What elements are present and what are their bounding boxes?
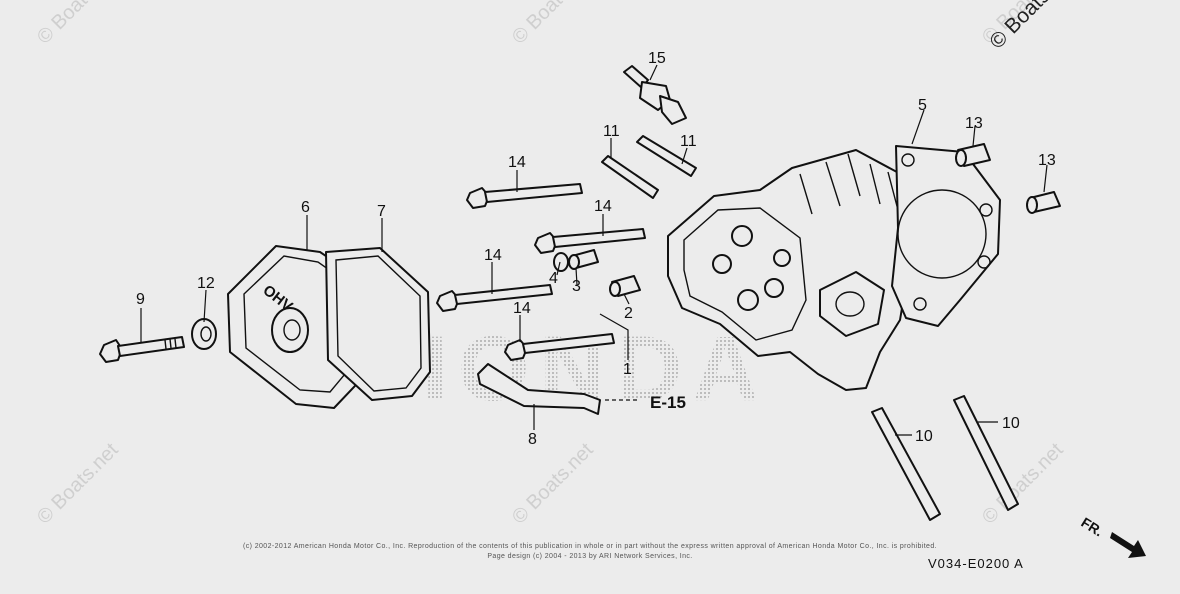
callout-13[interactable]: 13: [1038, 152, 1056, 169]
callout-10[interactable]: 10: [1002, 415, 1020, 432]
callout-14[interactable]: 14: [508, 154, 526, 171]
part-5-head-gasket[interactable]: [891, 145, 1001, 327]
callout-9[interactable]: 9: [136, 291, 145, 308]
callout-12[interactable]: 12: [197, 275, 215, 292]
watermark-text: © Boats.net: [33, 439, 123, 529]
callout-labels: 9 12 6 7 14 14 14 14 11 11 15 4 3 2 1 8 …: [136, 50, 1056, 448]
copyright-line-1: (c) 2002-2012 American Honda Motor Co., …: [243, 543, 937, 550]
watermark-text: © Boats.net: [508, 439, 598, 529]
callout-15[interactable]: 15: [648, 50, 666, 67]
callout-4[interactable]: 4: [549, 270, 558, 287]
part-7-gasket[interactable]: [325, 247, 431, 401]
part-8-breather-tube[interactable]: [477, 363, 601, 415]
part-2-dowel[interactable]: [609, 275, 641, 297]
callout-2[interactable]: 2: [624, 305, 633, 322]
leader-lines: [140, 64, 1048, 436]
callout-10[interactable]: 10: [915, 428, 933, 445]
part-4-washer[interactable]: [553, 252, 569, 272]
callout-5[interactable]: 5: [918, 97, 927, 114]
front-arrow-icon: [1110, 532, 1146, 558]
copyright-line-2: Page design (c) 2004 - 2013 by ARI Netwo…: [487, 553, 692, 560]
part-12-grommet[interactable]: [191, 318, 217, 350]
front-direction-indicator: FR.: [1078, 514, 1146, 558]
part-14-bolt-upper[interactable]: [534, 228, 646, 254]
callout-11[interactable]: 11: [603, 123, 620, 140]
part-14-bolt-top[interactable]: [466, 183, 583, 209]
part-13-dowel-b[interactable]: [1026, 191, 1061, 214]
callout-13[interactable]: 13: [965, 115, 983, 132]
watermark-text: © Boats.net: [33, 0, 123, 49]
part-3-dowel[interactable]: [568, 249, 599, 270]
callout-3[interactable]: 3: [572, 278, 581, 295]
part-1-cylinder-head[interactable]: [667, 149, 919, 391]
part-11-stud-right[interactable]: [636, 135, 697, 177]
callout-14[interactable]: 14: [594, 198, 612, 215]
part-11-stud-left[interactable]: [601, 155, 659, 199]
part-9-bolt[interactable]: [99, 336, 185, 363]
direction-label: FR.: [1078, 514, 1106, 540]
watermark-corner: © Boats.net: [985, 0, 1079, 54]
callout-1[interactable]: 1: [623, 361, 632, 378]
section-reference[interactable]: E-15: [650, 393, 686, 412]
part-14-bolt-middle[interactable]: [436, 284, 553, 312]
diagram-code: V034-E0200 A: [928, 556, 1024, 571]
callout-11[interactable]: 11: [680, 133, 697, 150]
part-13-dowel-a[interactable]: [955, 143, 991, 167]
callout-7[interactable]: 7: [377, 203, 386, 220]
part-10-stud-right[interactable]: [953, 395, 1019, 511]
callout-14[interactable]: 14: [513, 300, 531, 317]
part-15-spark-plug[interactable]: [623, 65, 687, 125]
part-10-stud-left[interactable]: [871, 407, 941, 521]
callout-6[interactable]: 6: [301, 199, 310, 216]
callout-8[interactable]: 8: [528, 431, 537, 448]
callout-14[interactable]: 14: [484, 247, 502, 264]
watermark-text: © Boats.net: [508, 0, 598, 49]
